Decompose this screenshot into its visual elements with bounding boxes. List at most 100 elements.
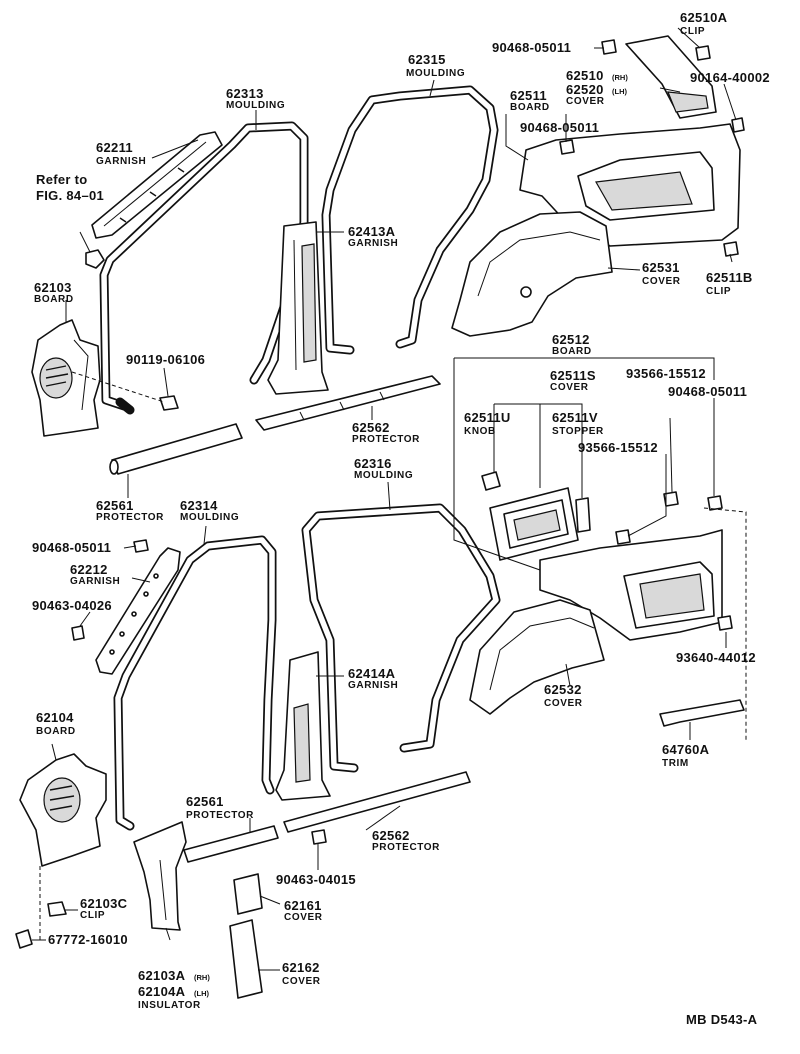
label-62520-suffix: (LH) (612, 87, 627, 96)
screw-90468-top (601, 39, 617, 55)
cover-62531 (451, 211, 613, 337)
label-62532-name: COVER (544, 698, 583, 709)
label-90463-04015: 90463-04015 (276, 872, 356, 887)
stopper-62511V (575, 497, 591, 533)
screw-90468-board (559, 139, 575, 155)
protector-62562-upper (255, 375, 441, 431)
label-62510-suffix: (RH) (612, 73, 628, 82)
label-62511S: 62511S (550, 368, 596, 383)
label-62511: 62511 (510, 88, 547, 103)
label-62511U: 62511U (464, 410, 511, 425)
label-62561-lower: 62561 (186, 794, 224, 809)
label-62104-name: BOARD (36, 726, 76, 737)
label-90463-left: 90463-04026 (32, 598, 112, 613)
label-90468-left: 90468-05011 (32, 540, 111, 555)
label-62313-name: MOULDING (226, 100, 285, 111)
label-62104A: 62104A (138, 984, 186, 999)
label-62314-name: MOULDING (180, 512, 239, 523)
clip-62511B (723, 241, 739, 257)
label-62315: 62315 (408, 52, 446, 67)
garnish-62212 (95, 547, 181, 675)
moulding-62314 (113, 535, 277, 831)
label-93566-lower: 93566-15512 (578, 440, 658, 455)
label-62510: 62510 (566, 68, 604, 83)
insulator-62103A (133, 821, 187, 931)
label-62561-upper-name: PROTECTOR (96, 512, 164, 523)
protector-62561-lower (183, 825, 279, 863)
label-62531-name: COVER (642, 276, 681, 287)
clip-90463-04015 (311, 829, 327, 870)
label-62413A: 62413A (348, 224, 396, 239)
label-93566-upper: 93566-15512 (626, 366, 706, 381)
garnish-62414A (275, 651, 331, 801)
cover-62162 (229, 919, 263, 999)
label-62562-upper-name: PROTECTOR (352, 434, 420, 445)
label-62212-name: GARNISH (70, 576, 120, 587)
footer-code: MB D543-A (686, 1012, 758, 1027)
label-62520: 62520 (566, 82, 604, 97)
cover-62511S (489, 487, 579, 561)
refer-line-2: FIG. 84–01 (36, 188, 104, 203)
refer-line-1: Refer to (36, 172, 88, 187)
board-62512 (539, 529, 723, 641)
clip-62103C (47, 901, 67, 917)
screw-90468-right (707, 495, 723, 511)
label-62511B: 62511B (706, 270, 753, 285)
label-62314: 62314 (180, 498, 218, 513)
labels: 62211 GARNISH Refer to FIG. 84–01 62313 … (32, 10, 770, 1027)
label-62413A-name: GARNISH (348, 238, 398, 249)
label-62561-lower-name: PROTECTOR (186, 810, 254, 821)
screw-93566-lower (615, 529, 631, 545)
label-62511V-name: STOPPER (552, 426, 604, 437)
label-62103: 62103 (34, 280, 72, 295)
label-62104: 62104 (36, 710, 74, 725)
label-62531: 62531 (642, 260, 680, 275)
label-62511U-name: KNOB (464, 426, 496, 437)
label-62532: 62532 (544, 682, 582, 697)
label-62161: 62161 (284, 898, 322, 913)
screw-90119 (71, 371, 179, 411)
label-62562-lower-name: PROTECTOR (372, 842, 440, 853)
screw-93566-upper (663, 491, 679, 507)
label-90468-right: 90468-05011 (668, 384, 747, 399)
label-90119: 90119-06106 (126, 352, 205, 367)
board-62104 (19, 753, 107, 940)
label-62162: 62162 (282, 960, 320, 975)
label-62316-name: MOULDING (354, 470, 413, 481)
label-62313: 62313 (226, 86, 264, 101)
protector-62562-lower (283, 771, 471, 833)
label-64760A: 64760A (662, 742, 710, 757)
protector-62561-upper (109, 423, 243, 475)
label-93640: 93640-44012 (676, 650, 756, 665)
garnish-62211 (91, 131, 223, 239)
label-62212: 62212 (70, 562, 108, 577)
clip-refer (79, 231, 105, 269)
cover-62161 (233, 873, 263, 915)
screw-90468-left (133, 539, 149, 553)
label-67772: 67772-16010 (48, 932, 128, 947)
label-62104A-name: INSULATOR (138, 1000, 201, 1011)
label-90468-top: 90468-05011 (492, 40, 571, 55)
label-62414A: 62414A (348, 666, 396, 681)
label-62511S-name: COVER (550, 382, 589, 393)
label-62316: 62316 (354, 456, 392, 471)
label-90468-board: 90468-05011 (520, 120, 599, 135)
clip-67772 (15, 929, 33, 949)
board-62103 (31, 319, 101, 437)
label-62103C-name: CLIP (80, 910, 105, 921)
label-62512-name: BOARD (552, 346, 592, 357)
screw-93640 (717, 615, 733, 631)
knob-62511U (481, 471, 501, 491)
clip-62510A (695, 45, 711, 61)
label-90164: 90164-40002 (690, 70, 770, 85)
trim-64760A (659, 699, 745, 727)
label-62104A-suffix: (LH) (194, 989, 209, 998)
label-62315-name: MOULDING (406, 68, 465, 79)
label-62511B-name: CLIP (706, 286, 731, 297)
label-62510A-name: CLIP (680, 26, 705, 37)
label-62510A: 62510A (680, 10, 728, 25)
label-62520-name: COVER (566, 96, 605, 107)
cover-62532 (469, 599, 605, 715)
garnish-62413A (267, 221, 329, 395)
